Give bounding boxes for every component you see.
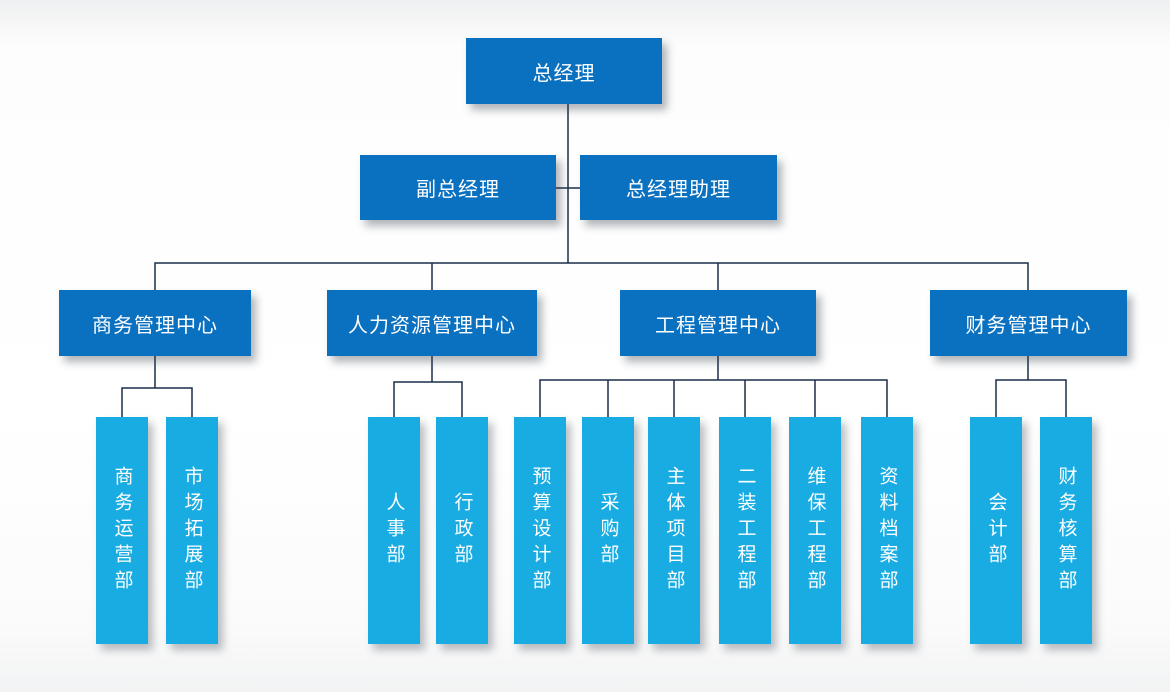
connector-engineering-group (539, 356, 888, 418)
node-document-archive-dept: 资料档案部 (861, 417, 913, 644)
node-administration-dept: 行政部 (436, 417, 488, 644)
node-business-operations-dept: 商务运营部 (96, 417, 148, 644)
connector-hr-group (393, 356, 463, 418)
node-personnel-dept: 人事部 (368, 417, 420, 644)
node-maintenance-engineering-dept: 维保工程部 (789, 417, 841, 644)
node-gm-assistant: 总经理助理 (580, 155, 777, 220)
node-hr-management-center: 人力资源管理中心 (327, 290, 537, 356)
node-deputy-general-manager: 副总经理 (360, 155, 556, 220)
node-finance-management-center: 财务管理中心 (930, 290, 1127, 356)
node-secondary-fitout-dept: 二装工程部 (719, 417, 771, 644)
connector-business-group (121, 356, 193, 418)
node-business-management-center: 商务管理中心 (59, 290, 251, 356)
connector-centers-distribution (154, 262, 1029, 291)
node-financial-settlement-dept: 财务核算部 (1040, 417, 1092, 644)
node-general-manager: 总经理 (466, 38, 662, 104)
connector-finance-group (995, 356, 1067, 418)
node-main-project-dept: 主体项目部 (648, 417, 700, 644)
node-engineering-management-center: 工程管理中心 (620, 290, 816, 356)
node-procurement-dept: 采购部 (582, 417, 634, 644)
node-market-expansion-dept: 市场拓展部 (166, 417, 218, 644)
node-accounting-dept: 会计部 (970, 417, 1022, 644)
node-budget-design-dept: 预算设计部 (514, 417, 566, 644)
